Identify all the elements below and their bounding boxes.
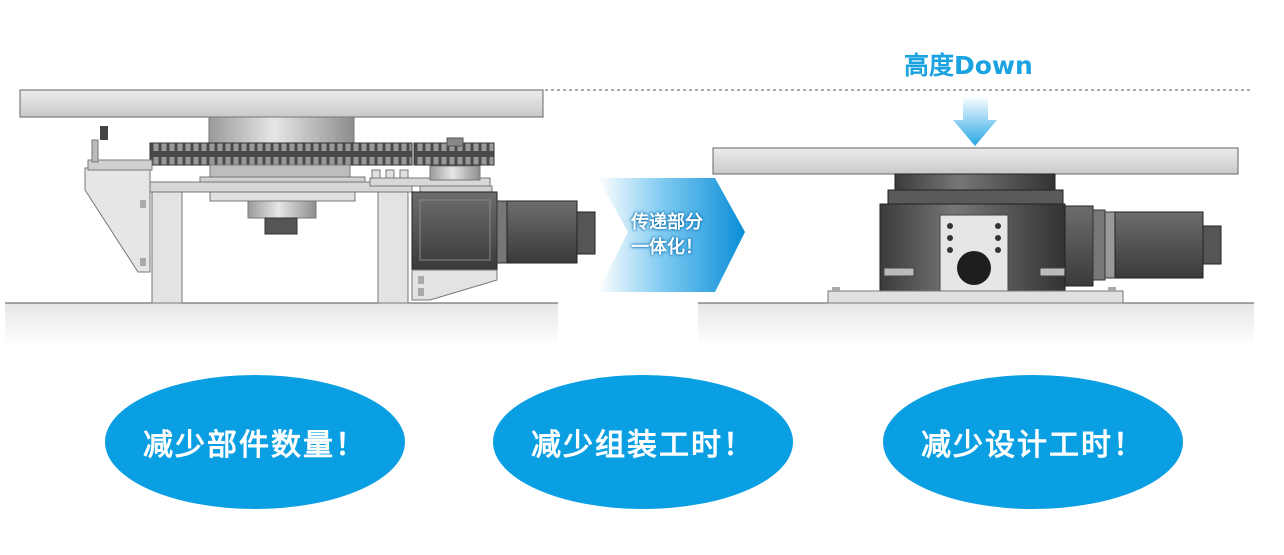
arrow-text-line1: 传递部分 — [631, 212, 703, 233]
frame-leg-left — [151, 191, 183, 304]
motor-left — [506, 200, 578, 264]
gearbox-left — [411, 191, 498, 271]
floor-left — [5, 303, 558, 345]
benefit-bubble-assembly: 减少组装工时！ — [493, 375, 793, 509]
benefit-bubble-parts: 减少部件数量！ — [105, 375, 405, 509]
conventional-assembly — [5, 89, 596, 345]
output-bore — [957, 251, 991, 285]
down-arrow-icon — [953, 96, 997, 146]
side-bracket — [84, 167, 151, 273]
large-gear — [149, 142, 413, 166]
floor-right — [698, 303, 1254, 345]
benefit-bubble-design: 减少设计工时！ — [883, 375, 1183, 509]
frame-leg-right — [377, 191, 409, 304]
turntable-plate-left — [19, 89, 544, 118]
integrated-assembly — [698, 96, 1254, 345]
height-down-label: 高度Down — [904, 51, 1033, 80]
right-chevron-arrow-icon — [598, 178, 745, 292]
benefit-text-assembly: 减少组装工时！ — [531, 428, 755, 463]
benefit-text-parts: 减少部件数量！ — [143, 428, 367, 463]
benefit-text-design: 减少设计工时！ — [921, 428, 1145, 463]
turntable-plate-right — [712, 147, 1239, 175]
motor-right — [1114, 211, 1204, 279]
arrow-text-line2: 一体化！ — [631, 237, 703, 258]
